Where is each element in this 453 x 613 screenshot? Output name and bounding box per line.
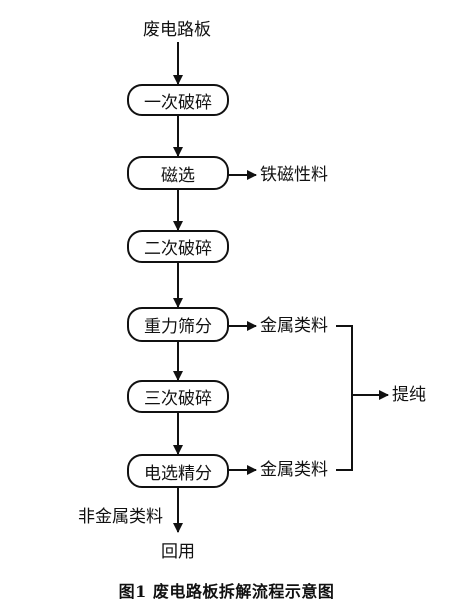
output-label-metal-gravity: 金属类料 <box>260 316 328 336</box>
figure-caption: 图1 废电路板拆解流程示意图 <box>118 582 335 601</box>
merge-bracket-line <box>336 325 353 471</box>
merge-label-purify: 提纯 <box>392 385 426 405</box>
residue-label: 非金属类料 <box>78 507 163 527</box>
output-label-metal-electro: 金属类料 <box>260 460 328 480</box>
step-box-3: 二次破碎 <box>127 230 229 263</box>
step-box-5: 三次破碎 <box>127 380 229 413</box>
final-label: 回用 <box>161 542 195 562</box>
output-label-magnetic: 铁磁性料 <box>260 165 328 185</box>
step-box-2: 磁选 <box>127 156 229 190</box>
step-box-6: 电选精分 <box>127 454 229 488</box>
step-box-1: 一次破碎 <box>127 84 229 116</box>
step-box-4: 重力筛分 <box>127 307 229 342</box>
input-label: 废电路板 <box>143 20 211 40</box>
